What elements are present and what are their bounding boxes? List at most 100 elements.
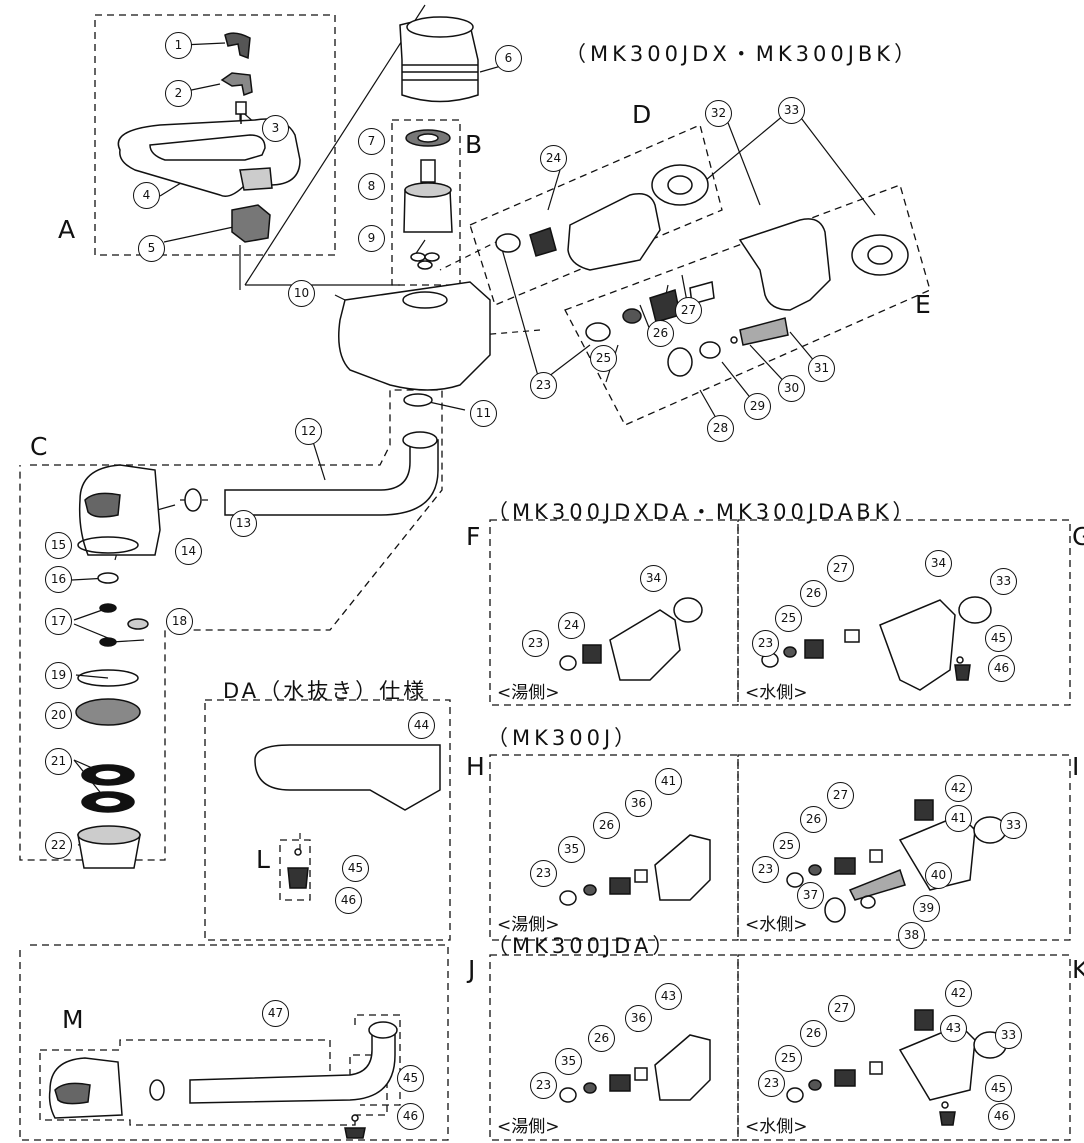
callout-45c: 45: [342, 855, 369, 882]
callout-25a: 25: [590, 345, 617, 372]
callout-46d: 46: [397, 1103, 424, 1130]
side-hot-f: <湯側>: [497, 683, 560, 703]
callout-15: 15: [45, 532, 72, 559]
group-label-c: C: [30, 432, 48, 461]
callout-36a: 36: [625, 790, 652, 817]
callout-24b: 24: [558, 612, 585, 639]
callout-26c: 26: [593, 812, 620, 839]
callout-46a: 46: [988, 655, 1015, 682]
group-label-i: I: [1072, 752, 1080, 781]
callout-12: 12: [295, 418, 322, 445]
callout-7: 7: [358, 128, 385, 155]
callout-26a: 26: [647, 320, 674, 347]
callout-35a: 35: [558, 836, 585, 863]
callout-21: 21: [45, 748, 72, 775]
callout-39: 39: [913, 895, 940, 922]
model-title-j: （MK300JDA）: [487, 934, 678, 958]
callout-17: 17: [45, 608, 72, 635]
callout-24a: 24: [540, 145, 567, 172]
callout-42a: 42: [945, 775, 972, 802]
model-title-h: （MK300J）: [487, 726, 640, 750]
callout-22: 22: [45, 832, 72, 859]
callout-1: 1: [165, 32, 192, 59]
callout-23c: 23: [752, 630, 779, 657]
group-label-g: G: [1072, 522, 1084, 551]
callout-25b: 25: [775, 605, 802, 632]
callout-11: 11: [470, 400, 497, 427]
callout-16: 16: [45, 566, 72, 593]
da-spec-title: DA（水抜き）仕様: [223, 679, 428, 703]
group-label-e: E: [915, 290, 931, 319]
model-title-fg: （MK300JDXDA・MK300JDABK）: [487, 500, 918, 524]
callout-6: 6: [495, 45, 522, 72]
group-label-k: K: [1072, 955, 1084, 984]
callout-5: 5: [138, 235, 165, 262]
callout-32: 32: [705, 100, 732, 127]
callout-26e: 26: [588, 1025, 615, 1052]
side-cold-g: <水側>: [745, 683, 808, 703]
group-label-l: L: [256, 845, 270, 874]
callout-23g: 23: [758, 1070, 785, 1097]
side-cold-k: <水側>: [745, 1117, 808, 1137]
callout-42b: 42: [945, 980, 972, 1007]
callout-2: 2: [165, 80, 192, 107]
callout-43a: 43: [655, 983, 682, 1010]
callout-23e: 23: [752, 856, 779, 883]
callout-44: 44: [408, 712, 435, 739]
callout-46c: 46: [335, 887, 362, 914]
callout-47: 47: [262, 1000, 289, 1027]
group-label-h: H: [466, 752, 485, 781]
callout-35b: 35: [555, 1048, 582, 1075]
callout-37: 37: [797, 882, 824, 909]
callout-25d: 25: [775, 1045, 802, 1072]
callout-28: 28: [707, 415, 734, 442]
callout-40: 40: [925, 862, 952, 889]
callout-34b: 34: [925, 550, 952, 577]
callout-26f: 26: [800, 1020, 827, 1047]
callout-41a: 41: [655, 768, 682, 795]
callout-27a: 27: [675, 297, 702, 324]
callout-27d: 27: [828, 995, 855, 1022]
group-label-b: B: [465, 130, 483, 159]
callout-13: 13: [230, 510, 257, 537]
group-label-f: F: [466, 522, 481, 551]
callout-14: 14: [175, 538, 202, 565]
callout-23f: 23: [530, 1072, 557, 1099]
callout-3: 3: [262, 115, 289, 142]
callout-8: 8: [358, 173, 385, 200]
callout-33c: 33: [1000, 812, 1027, 839]
callout-27c: 27: [827, 782, 854, 809]
group-label-a: A: [58, 215, 76, 244]
callout-38: 38: [898, 922, 925, 949]
callout-34a: 34: [640, 565, 667, 592]
callout-26d: 26: [800, 806, 827, 833]
callout-10: 10: [288, 280, 315, 307]
callout-19: 19: [45, 662, 72, 689]
callout-33a: 33: [778, 97, 805, 124]
side-hot-h: <湯側>: [497, 915, 560, 935]
callout-33d: 33: [995, 1022, 1022, 1049]
callout-30: 30: [778, 375, 805, 402]
callout-23b: 23: [522, 630, 549, 657]
callout-25c: 25: [773, 832, 800, 859]
callout-45b: 45: [985, 1075, 1012, 1102]
callout-4: 4: [133, 182, 160, 209]
callout-23a: 23: [530, 372, 557, 399]
callout-9: 9: [358, 225, 385, 252]
callout-31: 31: [808, 355, 835, 382]
callout-29: 29: [744, 393, 771, 420]
callout-23d: 23: [530, 860, 557, 887]
callout-27b: 27: [827, 555, 854, 582]
callout-26b: 26: [800, 580, 827, 607]
callout-18: 18: [166, 608, 193, 635]
callout-36b: 36: [625, 1005, 652, 1032]
group-label-j: J: [468, 955, 476, 984]
model-title-top: （MK300JDX・MK300JBK）: [565, 42, 920, 66]
side-hot-j: <湯側>: [497, 1117, 560, 1137]
callout-20: 20: [45, 702, 72, 729]
group-label-m: M: [62, 1005, 84, 1034]
callout-46b: 46: [988, 1103, 1015, 1130]
callout-45d: 45: [397, 1065, 424, 1092]
